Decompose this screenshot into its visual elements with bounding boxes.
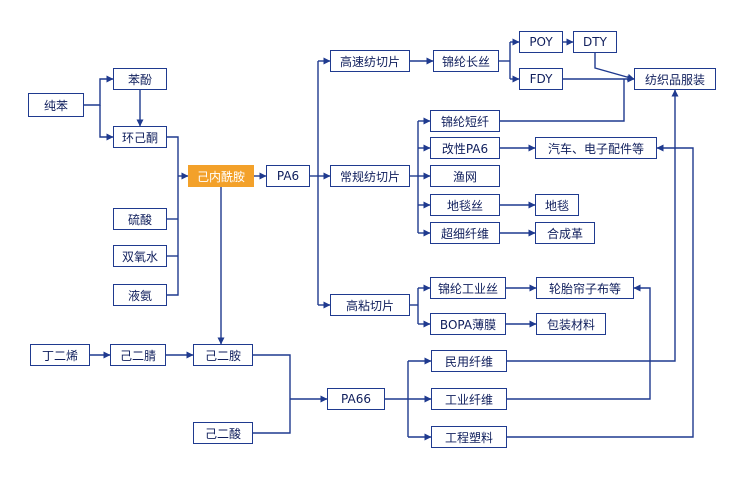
node-yean: 液氨 — [113, 284, 167, 306]
node-chunben: 纯苯 — [28, 93, 84, 117]
node-pa6: PA6 — [266, 165, 310, 187]
node-gongyexw: 工业纤维 — [431, 388, 507, 410]
node-shuangyangshui: 双氧水 — [113, 245, 167, 267]
connector-line — [507, 89, 679, 362]
node-changgui: 常规纺切片 — [330, 165, 410, 187]
connector-line — [253, 354, 291, 434]
node-hechengge: 合成革 — [535, 222, 595, 244]
node-jinlunchangsi: 锦纶长丝 — [433, 50, 499, 72]
node-luntai: 轮胎帘子布等 — [536, 277, 634, 299]
connector-line — [594, 53, 635, 81]
connector-line — [507, 144, 694, 438]
node-chaoxi: 超细纤维 — [430, 222, 500, 244]
node-ditansi: 地毯丝 — [430, 194, 500, 216]
node-minyong: 民用纤维 — [431, 350, 507, 372]
node-jineixianan: 己内酰胺 — [188, 165, 254, 187]
node-fdy: FDY — [519, 68, 563, 90]
node-dty: DTY — [573, 31, 617, 53]
connector-line — [507, 284, 651, 400]
node-pa66: PA66 — [327, 388, 385, 410]
node-gaonian: 高粘切片 — [330, 294, 410, 316]
node-qiche: 汽车、电子配件等 — [535, 137, 657, 159]
node-baozhuang: 包装材料 — [536, 313, 606, 335]
node-bopa: BOPA薄膜 — [430, 313, 506, 335]
node-gaosu: 高速纺切片 — [330, 50, 410, 72]
connector-line — [167, 136, 179, 296]
node-benfen: 苯酚 — [113, 68, 167, 90]
node-gaixing: 改性PA6 — [430, 137, 500, 159]
connector-line — [500, 79, 625, 122]
connector-line — [99, 105, 114, 141]
node-dingerxi: 丁二烯 — [30, 344, 90, 366]
node-jierjing: 己二腈 — [110, 344, 166, 366]
node-jieran: 己二胺 — [193, 344, 253, 366]
node-huanjitong: 环己酮 — [113, 126, 167, 148]
node-gongyesi: 锦纶工业丝 — [430, 277, 506, 299]
connector-line — [84, 75, 114, 106]
node-gongcheng: 工程塑料 — [431, 426, 507, 448]
node-jiersuan: 己二酸 — [193, 422, 253, 444]
node-jinlunduanxian: 锦纶短纤 — [430, 110, 500, 132]
node-poy: POY — [519, 31, 563, 53]
node-ditan: 地毯 — [535, 194, 579, 216]
node-liusuan: 硫酸 — [113, 208, 167, 230]
node-yuwang: 渔网 — [430, 165, 500, 187]
node-fangzhi: 纺织品服装 — [634, 68, 716, 90]
